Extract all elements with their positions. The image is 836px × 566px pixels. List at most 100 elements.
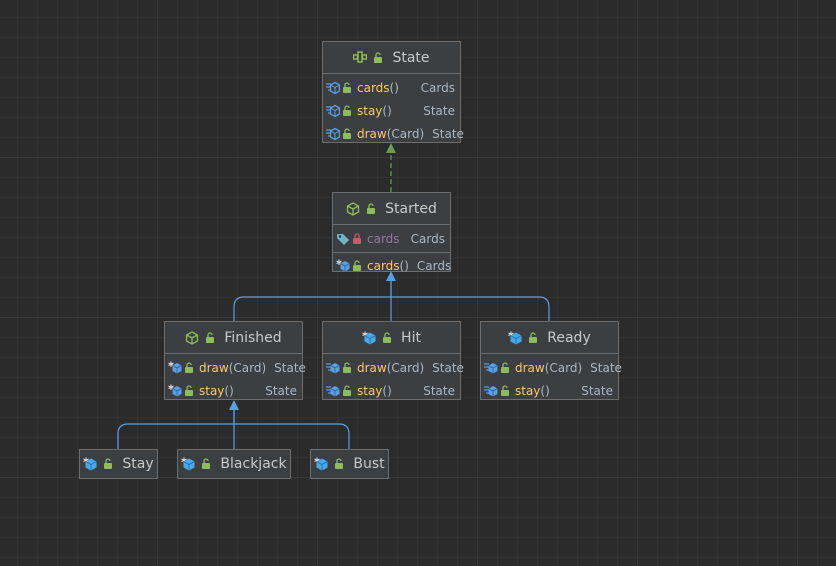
method-row-draw[interactable]: draw(Card) State (323, 122, 464, 145)
method-name: stay (199, 383, 225, 398)
abstract-method-icon (326, 81, 340, 95)
inheritance-arrowhead-started (386, 271, 396, 281)
class-icon (314, 457, 329, 471)
method-row-stay[interactable]: stay() State (165, 379, 302, 402)
state-node-header: State (323, 42, 460, 73)
started-fields: cards Cards (333, 224, 450, 252)
implementing-method-icon (168, 384, 182, 398)
method-row-draw[interactable]: draw(Card) State (481, 356, 622, 379)
finished-node-title: Finished (224, 329, 282, 346)
hit-methods: draw(Card) State stay() State (323, 353, 464, 404)
ready-node-title: Ready (547, 329, 591, 346)
inheritance-edge-ready-started (391, 296, 550, 321)
method-params: () (540, 383, 550, 398)
abstract-method-icon (326, 104, 340, 118)
implementing-method-icon (326, 361, 340, 375)
stay-class-node[interactable]: Stay (79, 449, 158, 479)
public-lock-icon (528, 331, 538, 344)
public-lock-icon (500, 361, 510, 374)
class-icon (83, 457, 98, 471)
stay-node-header: Stay (80, 450, 157, 478)
realization-arrowhead (386, 143, 396, 153)
method-name: draw (199, 360, 229, 375)
method-params: () (224, 383, 234, 398)
method-params: (Card) (386, 360, 425, 375)
method-name: stay (357, 103, 383, 118)
inheritance-arrowhead-finished (229, 400, 239, 410)
hit-class-node[interactable]: Hit draw(Card) State stay() State (322, 321, 464, 400)
ready-methods: draw(Card) State stay() State (481, 353, 622, 404)
method-params: (Card) (386, 126, 425, 141)
method-params: () (389, 80, 399, 95)
abstract-method-icon (326, 127, 340, 141)
return-type: Cards (416, 258, 452, 273)
method-row-draw[interactable]: draw(Card) State (323, 356, 464, 379)
implementing-method-icon (326, 384, 340, 398)
method-name: stay (357, 383, 383, 398)
state-interface-node[interactable]: State cards() Cards stay() State (322, 41, 464, 143)
public-lock-icon (373, 51, 383, 64)
class-icon (508, 331, 522, 345)
state-methods: cards() Cards stay() State draw(Card) St… (323, 73, 464, 147)
public-lock-icon (205, 331, 215, 344)
method-row-stay[interactable]: stay() State (323, 99, 460, 122)
return-type: State (274, 360, 306, 375)
ready-class-node[interactable]: Ready draw(Card) State stay() State (480, 321, 622, 400)
implementing-method-icon (336, 259, 350, 273)
finished-class-node[interactable]: Finished draw(Card) State stay() State (164, 321, 306, 400)
inheritance-edge-bust-finished (234, 423, 350, 449)
implementing-method-icon (484, 384, 498, 398)
return-type: State (432, 126, 464, 141)
public-lock-icon (334, 458, 344, 470)
abstract-class-icon (185, 330, 199, 345)
blackjack-node-header: Blackjack (178, 450, 290, 478)
private-lock-icon (352, 232, 362, 245)
method-name: draw (515, 360, 545, 375)
method-params: () (399, 258, 409, 273)
method-row-draw[interactable]: draw(Card) State (165, 356, 306, 379)
method-row-stay[interactable]: stay() State (481, 379, 618, 402)
finished-node-header: Finished (165, 322, 302, 353)
finished-methods: draw(Card) State stay() State (165, 353, 306, 404)
ready-node-header: Ready (481, 322, 618, 353)
stay-node-title: Stay (122, 456, 154, 472)
field-name: cards (367, 231, 400, 246)
public-lock-icon (342, 81, 352, 94)
field-row-cards[interactable]: cards Cards (333, 227, 450, 250)
method-row-cards[interactable]: cards() Cards (333, 254, 452, 277)
return-type: State (265, 383, 297, 398)
state-node-title: State (392, 49, 430, 66)
abstract-class-icon (346, 201, 360, 216)
implementing-method-icon (484, 361, 498, 375)
public-lock-icon (382, 331, 392, 344)
public-lock-icon (342, 104, 352, 117)
return-type: State (423, 383, 455, 398)
bust-node-title: Bust (353, 456, 385, 472)
hit-node-title: Hit (401, 329, 421, 346)
started-class-node[interactable]: Started cards Cards cards() Cards (332, 192, 451, 273)
method-params: (Card) (544, 360, 583, 375)
method-params: () (382, 383, 392, 398)
hit-node-header: Hit (323, 322, 460, 353)
blackjack-class-node[interactable]: Blackjack (177, 449, 291, 479)
return-type: State (581, 383, 613, 398)
implementing-method-icon (168, 361, 182, 375)
method-row-cards[interactable]: cards() Cards (323, 76, 460, 99)
method-name: cards (367, 258, 400, 273)
public-lock-icon (500, 384, 510, 397)
return-type: State (423, 103, 455, 118)
public-lock-icon (342, 127, 352, 140)
bust-class-node[interactable]: Bust (310, 449, 389, 479)
started-node-header: Started (333, 193, 450, 224)
public-lock-icon (342, 361, 352, 374)
method-name: draw (357, 126, 387, 141)
inheritance-edge-finished-started (233, 280, 392, 321)
public-lock-icon (352, 259, 362, 272)
method-name: stay (515, 383, 541, 398)
method-params: (Card) (228, 360, 267, 375)
method-row-stay[interactable]: stay() State (323, 379, 460, 402)
class-icon (362, 331, 376, 345)
return-type: Cards (420, 80, 455, 95)
public-lock-icon (342, 384, 352, 397)
